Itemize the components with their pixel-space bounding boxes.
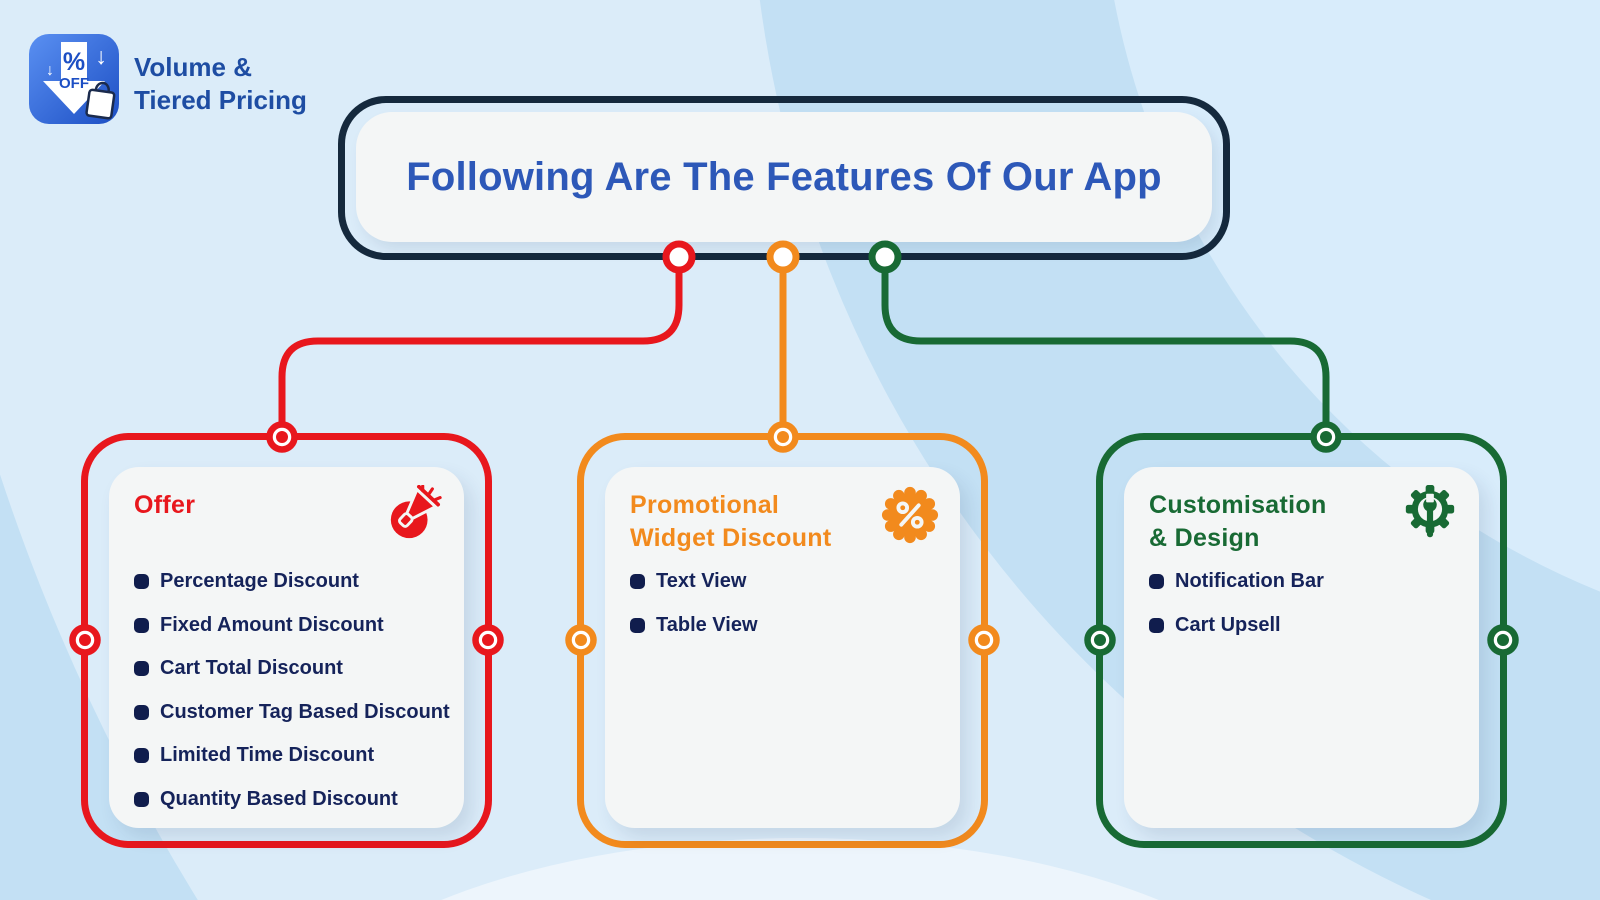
feature-label: Text View	[656, 570, 747, 593]
page-title: Following Are The Features Of Our App	[406, 154, 1162, 199]
feature-label: Notification Bar	[1175, 570, 1324, 593]
down-arrow-icon: ↓	[95, 43, 107, 69]
card-header: Offer	[109, 467, 464, 543]
app-name: Volume & Tiered Pricing	[134, 51, 307, 117]
bullet-icon	[630, 617, 645, 633]
feature-item: Limited Time Discount	[134, 734, 456, 778]
feature-item: Text View	[630, 560, 952, 604]
feature-item: Notification Bar	[1149, 560, 1471, 604]
bullet-icon	[134, 661, 149, 677]
feature-item: Cart Total Discount	[134, 647, 456, 691]
bullet-icon	[134, 791, 149, 807]
feature-label: Cart Total Discount	[160, 657, 343, 680]
logo-percent-label: %	[63, 48, 85, 76]
feature-label: Customer Tag Based Discount	[160, 700, 450, 723]
card-title-line: Customisation	[1149, 491, 1327, 519]
header-title-card: Following Are The Features Of Our App	[356, 112, 1212, 242]
bullet-icon	[1149, 617, 1164, 633]
gear-wrench-icon	[1405, 485, 1455, 538]
feature-label: Cart Upsell	[1175, 613, 1281, 636]
app-name-line2: Tiered Pricing	[134, 85, 307, 115]
card-surface: Customisation & Design	[1124, 467, 1479, 828]
bullet-icon	[630, 574, 645, 590]
card-title-line: & Design	[1149, 524, 1260, 552]
volume-tiered-pricing-logo-icon: % OFF ↓ ↓	[29, 34, 119, 124]
megaphone-icon	[390, 485, 443, 539]
card-title-line: Promotional	[630, 491, 780, 519]
card-title-line: Widget Discount	[630, 524, 832, 552]
feature-item: Percentage Discount	[134, 560, 456, 604]
feature-item: Fixed Amount Discount	[134, 604, 456, 648]
card-title: Offer	[134, 489, 195, 522]
bullet-icon	[134, 574, 149, 590]
feature-label: Limited Time Discount	[160, 744, 375, 767]
connector-green-line	[881, 253, 1330, 441]
feature-label: Quantity Based Discount	[160, 787, 398, 810]
feature-item: Table View	[630, 604, 952, 648]
down-arrow-icon: ↓	[46, 62, 54, 79]
card-header: Customisation & Design	[1124, 467, 1479, 555]
feature-label: Table View	[656, 613, 758, 636]
header-title-box: Following Are The Features Of Our App	[338, 96, 1230, 260]
feature-label: Percentage Discount	[160, 570, 359, 593]
percent-badge-icon	[881, 486, 939, 544]
bullet-icon	[134, 704, 149, 720]
feature-item: Quantity Based Discount	[134, 778, 456, 822]
connector-red-line	[278, 253, 683, 441]
bullet-icon	[1149, 574, 1164, 590]
feature-item: Customer Tag Based Discount	[134, 691, 456, 735]
app-logo: % OFF ↓ ↓ Volume & Tiered Pricing	[28, 33, 307, 125]
shopping-bag-icon	[85, 81, 116, 120]
card-title-line: Offer	[134, 491, 196, 519]
app-name-line1: Volume &	[134, 52, 252, 82]
bullet-icon	[134, 617, 149, 633]
card-title: Customisation & Design	[1149, 489, 1327, 555]
feature-card-customisation-design: Customisation & Design	[1096, 433, 1507, 848]
discount-arrow-icon	[43, 42, 105, 114]
logo-off-label: OFF	[59, 75, 89, 92]
feature-label: Fixed Amount Discount	[160, 613, 384, 636]
bullet-icon	[134, 748, 149, 764]
feature-item: Cart Upsell	[1149, 604, 1471, 648]
